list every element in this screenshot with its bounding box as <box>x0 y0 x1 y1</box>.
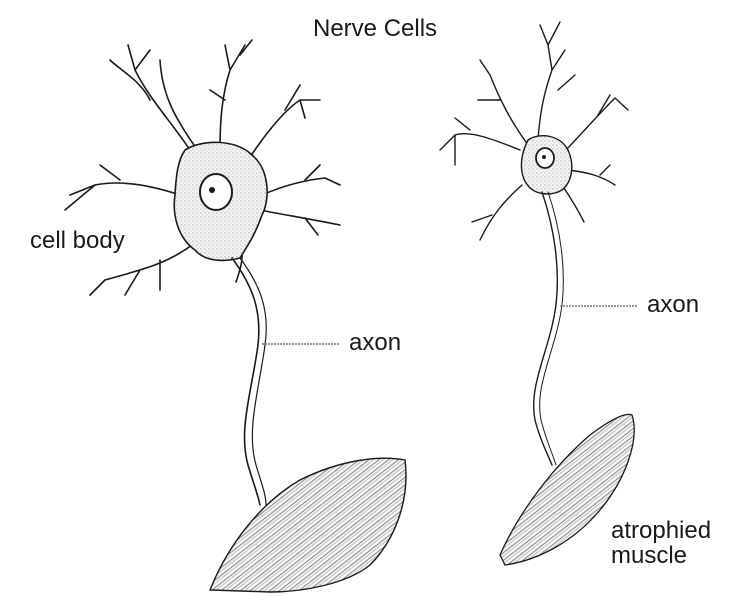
healthy-neuron <box>64 39 341 506</box>
label-axon-left: axon <box>349 329 402 356</box>
diagram-title: Nerve Cells <box>313 15 438 42</box>
label-atrophied-line1: atrophied <box>611 517 712 544</box>
atrophied-muscle <box>499 413 635 566</box>
healthy-muscle <box>208 457 407 593</box>
atrophied-neuron <box>439 21 629 466</box>
atrophied-dendrites <box>439 21 629 241</box>
healthy-nucleus <box>199 173 233 211</box>
atrophied-axon <box>533 191 558 466</box>
healthy-dendrites <box>64 39 341 296</box>
label-cell-body: cell body <box>30 227 125 254</box>
label-atrophied-muscle: atrophied muscle <box>611 517 712 570</box>
label-atrophied-line2: muscle <box>611 542 688 570</box>
healthy-axon <box>231 257 261 506</box>
label-axon-right: axon <box>647 291 700 318</box>
